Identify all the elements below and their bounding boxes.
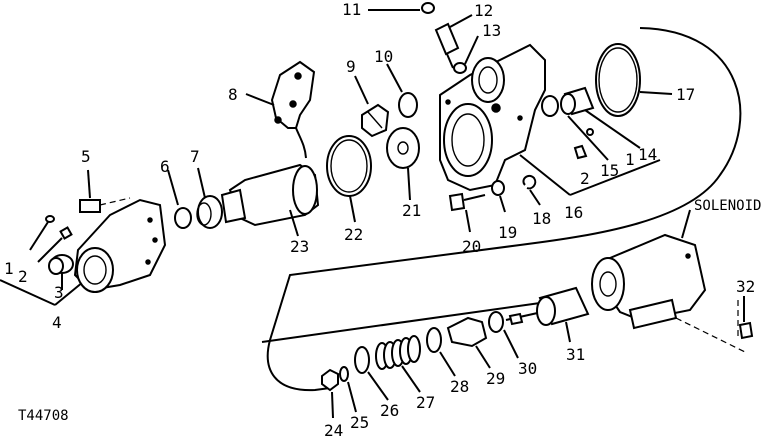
part-collar-7 [196,167,223,229]
assembly-band [266,27,742,392]
callout-32: 32 [736,277,755,296]
callout-13: 13 [482,21,501,40]
part-shift-lever-8 [245,60,316,159]
callout-31: 31 [566,345,585,364]
callout-18: 18 [532,209,551,228]
part-bushing-3 [48,254,74,290]
callout-3: 3 [54,283,64,302]
callout-9: 9 [346,57,356,76]
callout-8: 8 [228,85,238,104]
bracket-16 [519,154,571,196]
callout-2: 2 [18,267,28,286]
part-pin-2 [37,226,73,263]
part-stud-12 [434,14,473,69]
part-pin-15 [567,115,609,161]
callout-27: 27 [416,393,435,412]
part-washer-28 [426,327,456,377]
part-spring-27 [375,335,421,393]
callout-20: 20 [462,237,481,256]
callout-17: 17 [676,85,695,104]
part-end-frame-housing [439,43,546,192]
callout-26: 26 [380,401,399,420]
figure-id: T44708 [18,408,69,424]
callout-15: 15 [600,161,619,180]
part-disc-21 [386,127,420,201]
part-o-ring-22 [326,135,372,223]
part-bushing-14a [541,95,559,117]
callout-28: 28 [450,377,469,396]
part-washer-25 [339,366,357,413]
part-plunger-31 [536,286,590,343]
part-washer-26 [354,346,389,401]
callout-19: 19 [498,223,517,242]
callout-11: 11 [342,0,361,19]
part-contact-29 [446,316,491,369]
part-bolt-5 [79,169,131,213]
part-nut-24 [321,368,339,419]
part-screw-1 [29,215,55,251]
callout-25: 25 [350,413,369,432]
part-drive-housing [73,198,167,293]
part-o-ring-13 [453,35,479,74]
part-washer-19 [491,180,506,213]
solenoid-label: SOLENOID [694,198,761,214]
callout-7: 7 [190,147,200,166]
part-screw-32 [738,296,754,340]
part-washer-10 [386,63,418,118]
callout-14: 14 [638,145,657,164]
callout-6: 6 [160,157,170,176]
callout-30: 30 [518,359,537,378]
callout-5: 5 [81,147,91,166]
part-pin-2b [573,144,588,160]
callout-21: 21 [402,201,421,220]
callout-1: 1 [4,259,14,278]
part-plunger-9 [354,75,390,138]
bracket-4 [0,279,56,306]
part-snap-ring-6 [167,169,192,229]
callout-22: 22 [344,225,363,244]
callout-1b: 1 [625,150,635,169]
callout-24: 24 [324,421,343,436]
callout-4: 4 [52,313,62,332]
part-clip-18 [522,174,541,206]
part-ring-11 [368,2,435,14]
callout-29: 29 [486,369,505,388]
part-shaft-30b [505,311,543,326]
solenoid-leader [681,209,691,239]
part-bushing-14 [560,86,641,149]
callout-2b: 2 [580,169,590,188]
part-washer-30 [488,311,519,359]
part-o-ring-17 [595,43,673,117]
part-bolt-20 [448,192,486,233]
callout-10: 10 [374,47,393,66]
callout-16: 16 [564,203,583,222]
part-solenoid [591,233,746,353]
callout-12: 12 [474,1,493,20]
callout-23: 23 [290,237,309,256]
assembly-band-lower [261,302,541,343]
part-pinion-drive-23 [220,163,320,237]
